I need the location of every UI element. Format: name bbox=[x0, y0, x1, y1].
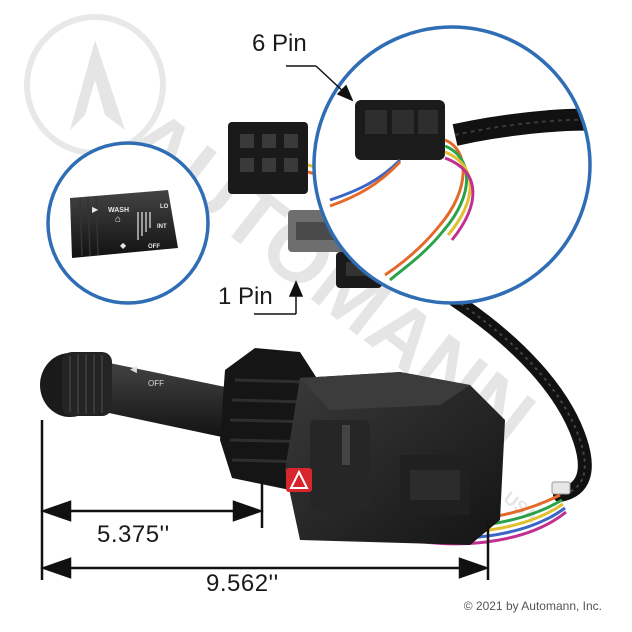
svg-text:◆: ◆ bbox=[120, 241, 127, 250]
svg-text:◀: ◀ bbox=[130, 364, 137, 374]
knob-zoom-circle: WASH ▶ ⌂ LO INT OFF ◆ bbox=[46, 141, 210, 305]
callout-lines bbox=[254, 65, 354, 315]
knob-wash-label: WASH bbox=[108, 207, 129, 214]
six-pin-label: 6 Pin bbox=[252, 30, 307, 57]
copyright-text: © 2021 by Automann, Inc. bbox=[463, 599, 602, 613]
hazard-button bbox=[286, 468, 312, 492]
six-pin-zoom-circle bbox=[312, 25, 592, 305]
dimension-long-label: 9.562'' bbox=[206, 570, 279, 597]
stalk-off-label: OFF bbox=[148, 379, 164, 388]
knob-int-label: INT bbox=[157, 224, 167, 230]
knob-off-label: OFF bbox=[148, 244, 160, 250]
dimension-lines bbox=[40, 420, 490, 580]
svg-text:⌂: ⌂ bbox=[115, 214, 121, 225]
one-pin-label: 1 Pin bbox=[218, 283, 273, 310]
svg-text:▶: ▶ bbox=[92, 205, 99, 214]
dimension-short-label: 5.375'' bbox=[97, 521, 170, 548]
knob-lo-label: LO bbox=[160, 204, 169, 210]
switch-body: ◀ OFF bbox=[40, 348, 505, 545]
